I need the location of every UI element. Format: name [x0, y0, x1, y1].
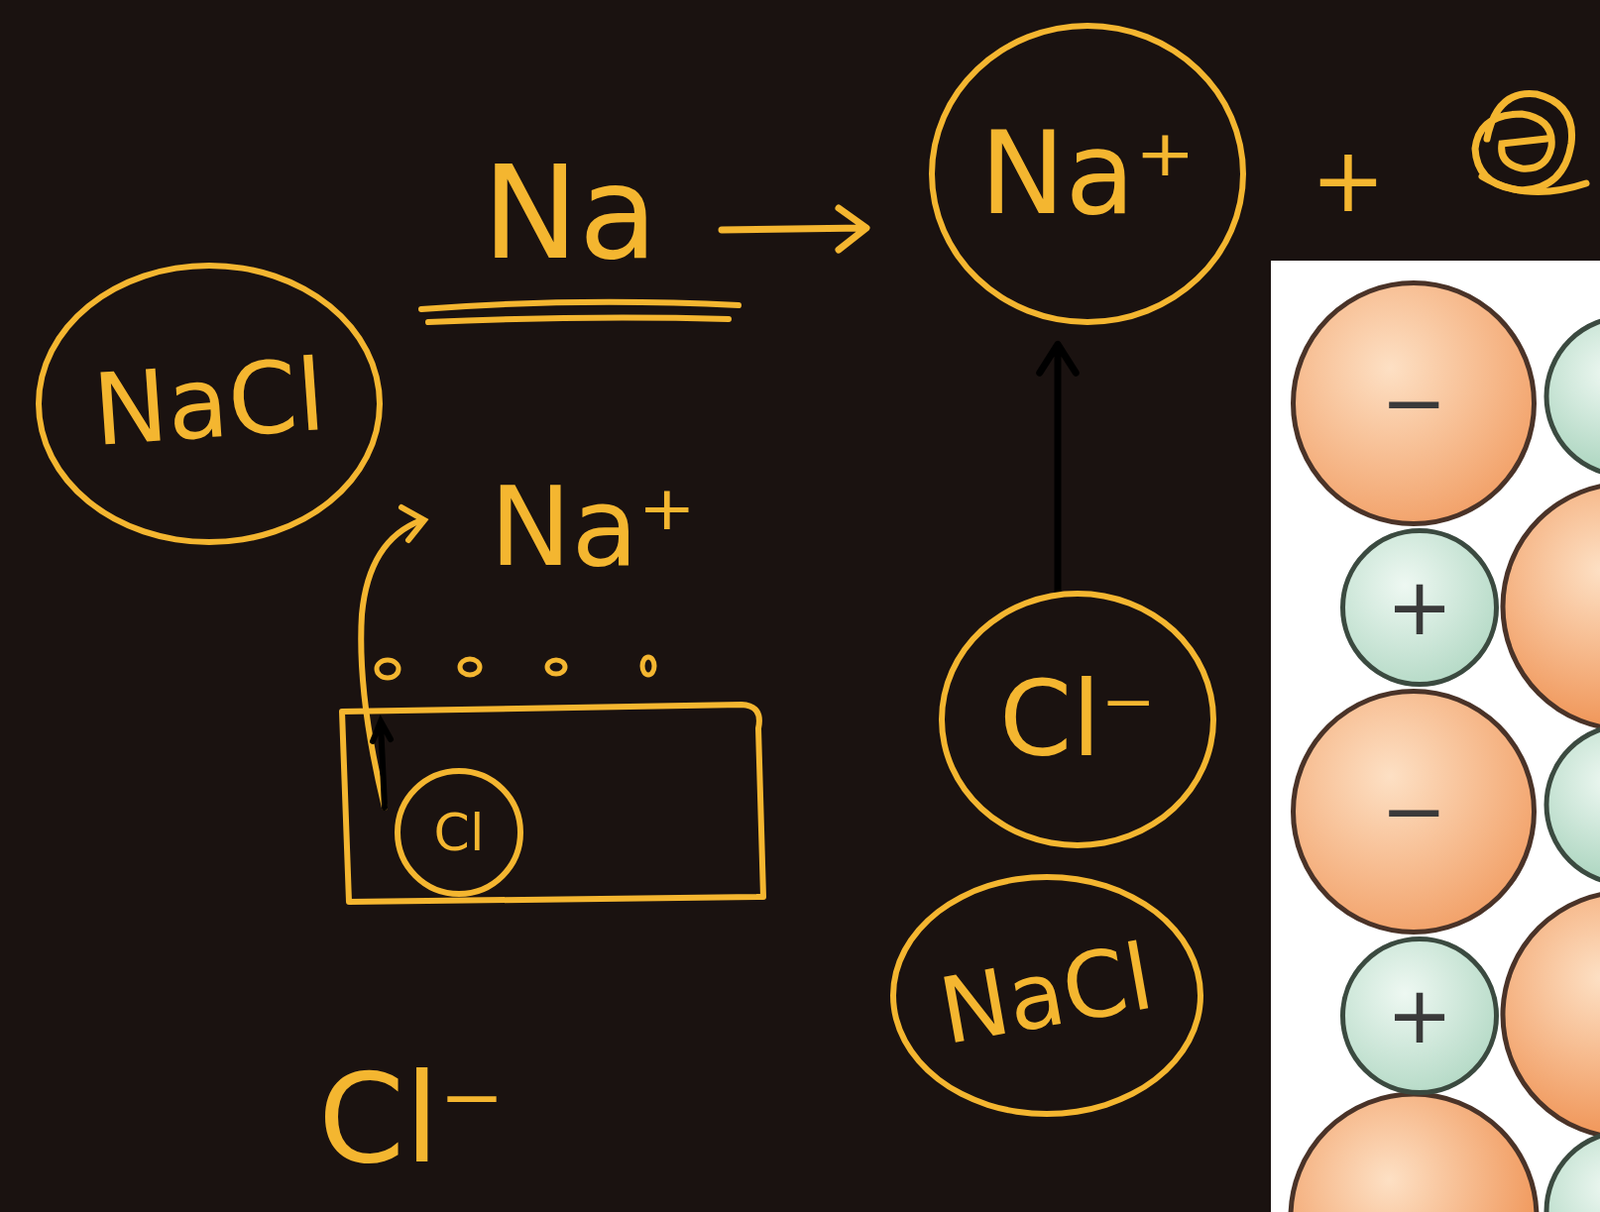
formula-text: NaCl: [90, 345, 329, 461]
formula-text: Na⁺: [979, 116, 1195, 231]
reaction-arrow: [721, 208, 867, 250]
handwritten-label: Na⁺: [489, 472, 696, 582]
electron-dots: [376, 657, 655, 679]
circled-formula: Cl⁻: [938, 590, 1217, 849]
circled-formula: NaCl: [35, 262, 383, 546]
solid-box: [342, 704, 764, 903]
leader-arrow: [372, 721, 391, 808]
cation-sphere: +: [1340, 936, 1499, 1096]
electron-scribble: [1475, 94, 1587, 193]
anion-sphere: −: [1290, 688, 1537, 935]
charge-sign: −: [1379, 363, 1447, 444]
formula-text: NaCl: [933, 931, 1160, 1059]
charge-sign: −: [1379, 772, 1447, 852]
charge-sign: +: [1385, 976, 1453, 1056]
handwritten-label: Na: [482, 148, 659, 278]
charge-sign: +: [1385, 568, 1453, 648]
anion-sphere: −: [1290, 280, 1537, 527]
handwritten-label: +: [1310, 135, 1385, 226]
leader-line: [360, 520, 422, 808]
underline: [421, 302, 739, 323]
circled-formula: Na⁺: [928, 22, 1247, 326]
cation-sphere: +: [1340, 528, 1499, 687]
handwritten-label: Cl⁻: [318, 1056, 505, 1181]
circled-formula: NaCl: [890, 874, 1204, 1118]
formula-text: Cl: [434, 806, 485, 859]
circled-formula: Cl: [394, 768, 524, 898]
formula-text: Cl⁻: [999, 668, 1156, 773]
attraction-arrow: [1039, 344, 1076, 596]
leader-head: [401, 507, 425, 541]
